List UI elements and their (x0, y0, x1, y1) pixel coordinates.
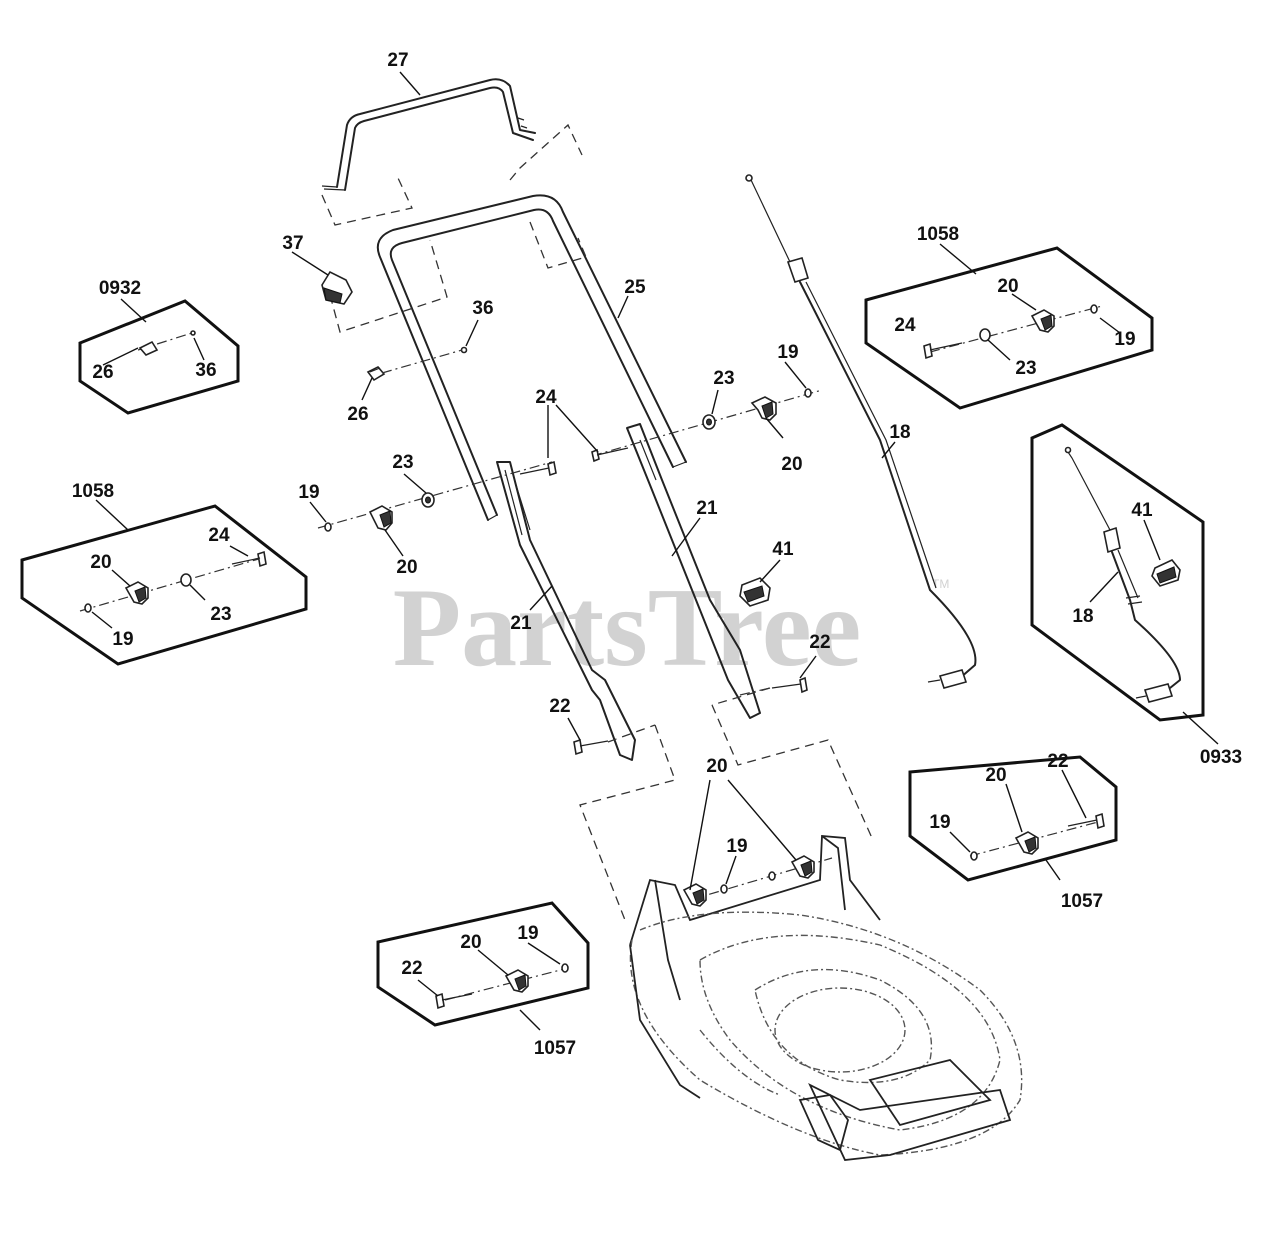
upper-handle-part-27[interactable] (321, 78, 536, 191)
control-cable-part-18[interactable] (745, 174, 977, 689)
kit-0933-part-41: 41 (1131, 500, 1153, 521)
callout-21-lower: 21 (510, 613, 532, 634)
kit-1057-bottom-part-22: 22 (401, 958, 422, 979)
handle-clip-part-37[interactable] (321, 270, 353, 305)
kit-1058-top-part-19: 19 (1114, 329, 1135, 350)
right-lower-tube-part-21[interactable] (626, 423, 761, 719)
kit-number-0932: 0932 (99, 278, 141, 299)
knob-part-20-deck-right[interactable] (790, 855, 815, 879)
callout-20-deck: 20 (706, 756, 727, 777)
kit-0933-part-18: 18 (1072, 606, 1093, 627)
callout-37: 37 (282, 233, 303, 254)
callout-22-right: 22 (809, 632, 830, 653)
kit-1058-left[interactable] (20, 499, 308, 666)
callout-24: 24 (535, 387, 557, 408)
callout-22-left: 22 (549, 696, 570, 717)
washer-part-23-right[interactable] (702, 414, 716, 430)
washer-part-23-left[interactable] (421, 492, 435, 508)
kit-0932[interactable] (78, 298, 240, 415)
mower-deck (629, 835, 1023, 1161)
kit-1057-right-part-22: 22 (1047, 751, 1068, 772)
kit-1058-top[interactable] (864, 243, 1154, 410)
callout-23-right: 23 (713, 368, 734, 389)
kit-1058-top-part-23: 23 (1015, 358, 1036, 379)
kit-number-1057-bottom: 1057 (534, 1038, 576, 1059)
knob-part-20-right[interactable] (750, 396, 777, 421)
callout-21-upper: 21 (696, 498, 718, 519)
kit-number-0933: 0933 (1200, 747, 1242, 768)
nut-part-19-deck-right[interactable] (768, 871, 776, 881)
watermark: PartsTree (393, 566, 862, 690)
kit-1058-left-part-24: 24 (208, 525, 230, 546)
kit-number-1058-top: 1058 (917, 224, 959, 245)
kit-1058-top-part-20: 20 (997, 276, 1018, 297)
kit-1057-bottom[interactable] (376, 901, 590, 1031)
kit-1057-right[interactable] (908, 755, 1118, 882)
kit-1058-left-part-23: 23 (210, 604, 231, 625)
kit-number-1057-right: 1057 (1061, 891, 1103, 912)
kit-1058-top-part-24: 24 (894, 315, 916, 336)
callout-20-left: 20 (396, 557, 417, 578)
callout-19-left: 19 (298, 482, 319, 503)
callout-23-left: 23 (392, 452, 413, 473)
kit-1057-bottom-part-19: 19 (517, 923, 538, 944)
nut-part-19-deck-left[interactable] (720, 884, 728, 894)
kit-1057-right-part-20: 20 (985, 765, 1006, 786)
kit-1058-left-part-19: 19 (112, 629, 133, 650)
kit-0932-part-36: 36 (195, 360, 216, 381)
kit-0932-part-26: 26 (92, 362, 113, 383)
bolt-part-22-left[interactable] (573, 738, 609, 756)
nut-part-36[interactable] (460, 346, 468, 354)
nut-part-19-right[interactable] (804, 388, 812, 398)
callout-26: 26 (347, 404, 368, 425)
kit-0933[interactable] (1030, 423, 1219, 745)
knob-part-20-left[interactable] (368, 505, 393, 531)
callout-41: 41 (772, 539, 794, 560)
callout-27: 27 (387, 50, 408, 71)
kit-1058-left-part-20: 20 (90, 552, 111, 573)
callout-19-deck: 19 (726, 836, 747, 857)
callout-18: 18 (889, 422, 910, 443)
callout-20-right: 20 (781, 454, 802, 475)
kit-1057-right-part-19: 19 (929, 812, 950, 833)
callout-19-right: 19 (777, 342, 798, 363)
callout-36: 36 (472, 298, 493, 319)
bolt-part-24-left[interactable] (519, 460, 557, 477)
lower-handle-part-25[interactable] (376, 194, 687, 521)
knob-part-20-deck-left[interactable] (682, 883, 707, 907)
bolt-part-22-right[interactable] (771, 676, 808, 694)
bolt-part-24-center[interactable] (591, 447, 629, 463)
kit-number-1058-left: 1058 (72, 481, 114, 502)
cable-clip-part-41[interactable] (739, 577, 771, 607)
kit-1057-bottom-part-20: 20 (460, 932, 481, 953)
screw-part-26[interactable] (366, 366, 386, 382)
callout-25: 25 (624, 277, 646, 298)
left-lower-tube-part-21[interactable] (496, 461, 636, 761)
nut-part-19-left[interactable] (324, 522, 332, 532)
